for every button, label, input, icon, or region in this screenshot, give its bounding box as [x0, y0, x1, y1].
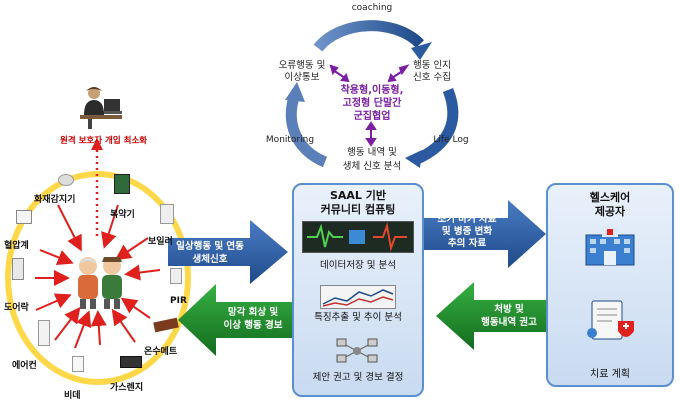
early-arrow-shape: [424, 200, 546, 268]
hospital-icon: [580, 225, 640, 267]
sensor-gas: 가스렌지: [110, 383, 144, 393]
sensor-blood-pressure: 혈압계: [4, 241, 29, 251]
sensor-medicine: 복약기: [110, 210, 135, 220]
remote-guardian-label: 원격 보호자 개입 최소화: [60, 136, 148, 146]
sensor-bidet: 비데: [64, 391, 81, 401]
sensor-aircon: 에어컨: [12, 361, 37, 371]
blood-pressure-icon: [16, 210, 32, 224]
daily-arrow-shape: [168, 220, 288, 284]
network-icon: [332, 337, 382, 363]
pir-sensor-icon: [170, 268, 182, 284]
cycle-lifelog-label: Life Log: [433, 135, 469, 145]
saal-step2: 특징추출 및 추이 분석: [314, 312, 402, 323]
fire-detector-icon: [58, 174, 74, 186]
bidet-icon: [72, 356, 84, 372]
saal-step1: 데이터저장 및 분석: [320, 260, 396, 271]
remote-guardian-icon: [80, 85, 122, 129]
trend-chart-icon: [320, 285, 396, 309]
aircon-icon: [38, 320, 50, 346]
sensor-fire: 화재감지기: [34, 195, 76, 205]
gas-range-icon: [120, 356, 142, 368]
health-plan-label: 치료 계획: [590, 369, 630, 380]
sensor-arrows: [35, 204, 161, 349]
medicine-box-icon: [114, 174, 130, 194]
elderly-couple-icon: [72, 252, 128, 310]
cycle-arrows: [285, 20, 459, 168]
purple-arrows: [329, 64, 410, 147]
signal-graph-icon: [302, 221, 414, 253]
sensor-boiler: 보일러: [148, 237, 173, 247]
saal-step3: 제안 권고 및 경보 결정: [312, 372, 404, 383]
sensor-mat: 온수메트: [144, 347, 178, 357]
cycle-monitoring-label: Monitoring: [265, 135, 315, 145]
medical-plan-icon: [582, 299, 638, 343]
cycle-coaching-label: coaching: [351, 3, 393, 13]
door-lock-icon: [12, 258, 24, 280]
prescription-arrow-shape: [436, 282, 546, 350]
boiler-icon: [160, 204, 174, 224]
sensor-door: 도어락: [4, 303, 29, 313]
forget-arrow-shape: [178, 284, 292, 356]
sensor-pir: PIR: [170, 296, 187, 306]
